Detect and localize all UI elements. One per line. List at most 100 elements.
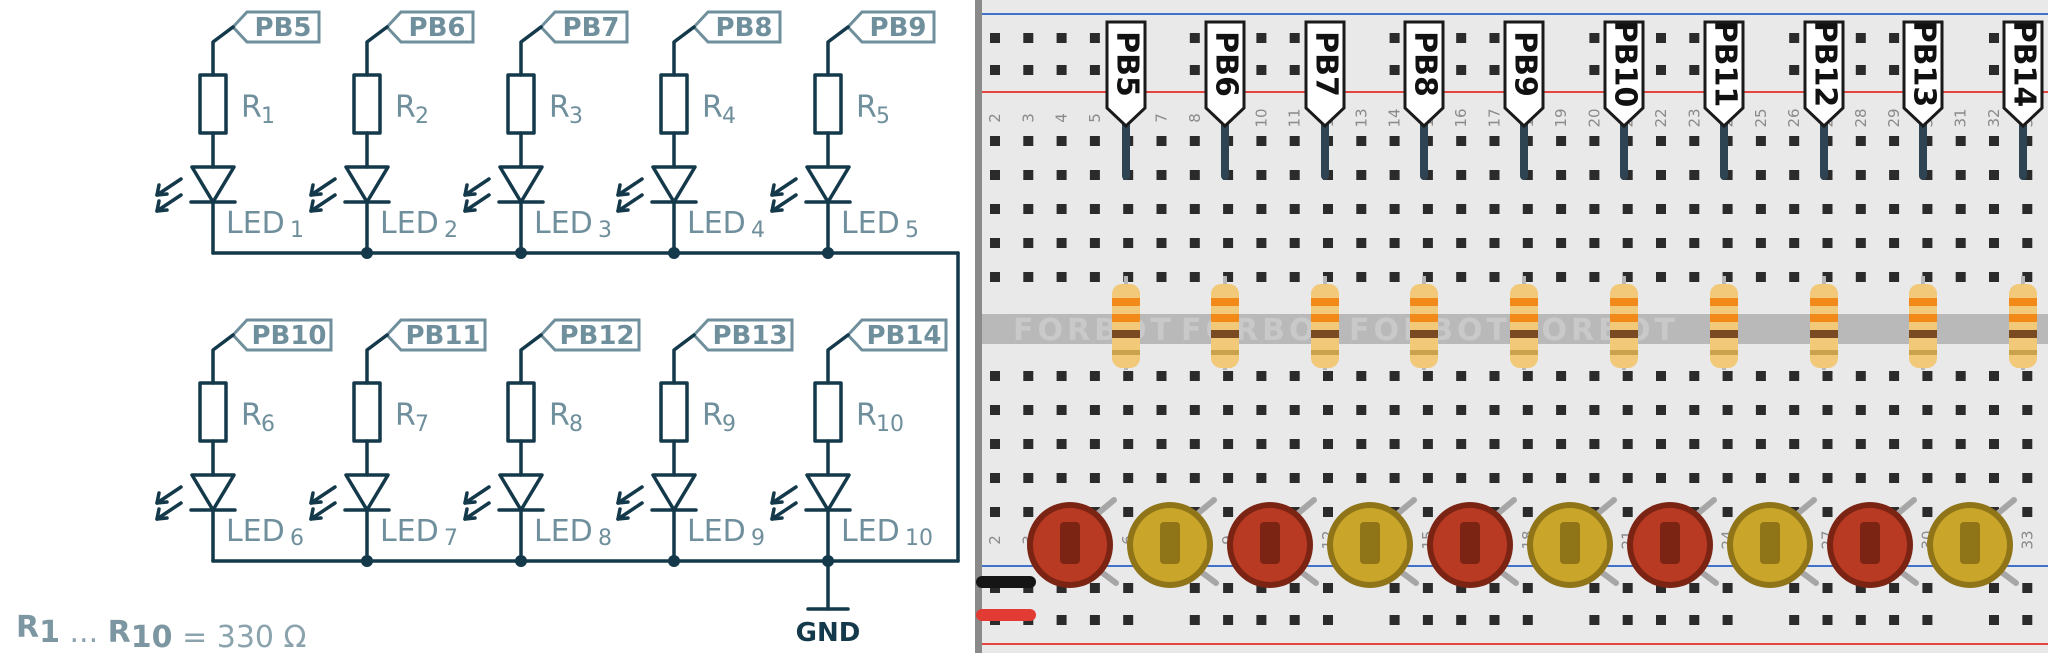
hole [1989,136,1999,146]
pin-label-flag [1105,20,1147,129]
hole [1955,238,1966,248]
hole [1656,583,1666,593]
led-label: LED [841,206,900,241]
pin-tag [691,10,782,44]
hole [1089,238,1100,248]
hole [1156,405,1167,415]
resistor [1311,276,1339,370]
resistor [1510,276,1538,370]
led-label: LED [226,206,285,241]
hole [1556,136,1567,146]
led-symbol [651,473,697,512]
hole [1489,583,1500,593]
hole [1422,204,1433,214]
hole [1189,473,1200,483]
column-number: 2 [986,535,1004,545]
hole [1656,33,1666,43]
formula-start-sub: 1 [39,615,60,650]
hole [1189,33,1200,43]
hole [1855,272,1866,282]
hole [1889,405,1900,415]
hole-row [990,439,2033,449]
light-arrow-head [155,491,169,505]
resistor-body [1211,284,1239,368]
hole [1622,615,1633,625]
hole [1889,439,1900,449]
led-subscript: 5 [905,218,919,243]
hole [1422,272,1433,282]
hole [1256,272,1267,282]
hole [1356,238,1367,248]
hole [1256,473,1267,483]
column-number: 31 [1952,108,1970,127]
hole [1089,65,1100,75]
hole [1089,615,1100,625]
column-number: 13 [1352,108,1370,127]
hole [1656,204,1666,214]
hole [1389,405,1400,415]
hole [1522,405,1533,415]
hole [1556,204,1567,214]
resistor-band [2009,314,2037,322]
resistor-band [1410,330,1438,338]
hole [1023,65,1034,75]
hole [1489,439,1500,449]
hole [1189,371,1200,381]
hole [1389,136,1400,146]
led-label: LED [534,206,593,241]
resistor-subscript: 2 [415,104,429,129]
hole [1789,615,1800,625]
hole [1356,405,1367,415]
hole [1689,33,1700,43]
hole [1323,583,1333,593]
hole [2022,238,2033,248]
hole [990,371,1000,381]
hole [1822,615,1833,625]
pin-label-flag [2002,20,2044,129]
hole [1522,615,1533,625]
hole [1422,615,1433,625]
led-die [1360,522,1380,564]
hole [1689,473,1700,483]
pin-label-flag [1304,20,1346,129]
hole [1855,33,1866,43]
hole [1855,405,1866,415]
pin-label: PB12 [1808,21,1843,108]
light-arrow-head [770,491,784,505]
hole [1989,405,1999,415]
hole [2022,439,2033,449]
hole [1256,439,1267,449]
resistor-band [1211,314,1239,322]
hole [1989,272,1999,282]
hole [1489,473,1500,483]
resistor-band [1710,350,1738,355]
led-symbol [805,473,851,512]
led-yellow [1527,497,1619,588]
hole [1722,473,1733,483]
led-symbol [190,165,236,204]
pin-tag [230,10,321,44]
light-arrow [155,485,183,505]
hole [1722,615,1733,625]
hole [1422,439,1433,449]
hole [1389,473,1400,483]
hole [1389,65,1400,75]
hole [1123,272,1134,282]
hole [1589,439,1600,449]
hole-row [990,371,2033,381]
hole [2022,405,2033,415]
hole [1522,272,1533,282]
resistor-band [1909,330,1937,338]
hole [1389,371,1400,381]
hole [1789,473,1800,483]
led-die [1560,522,1580,564]
pin-tag [230,318,333,352]
hole [1023,204,1034,214]
column-number: 23 [1685,108,1703,127]
resistor [1610,276,1638,370]
resistor-band [1710,314,1738,322]
resistor-value-note: R1 ... R10 = 330 Ω [16,610,306,653]
pin-label-flag [1403,20,1445,129]
